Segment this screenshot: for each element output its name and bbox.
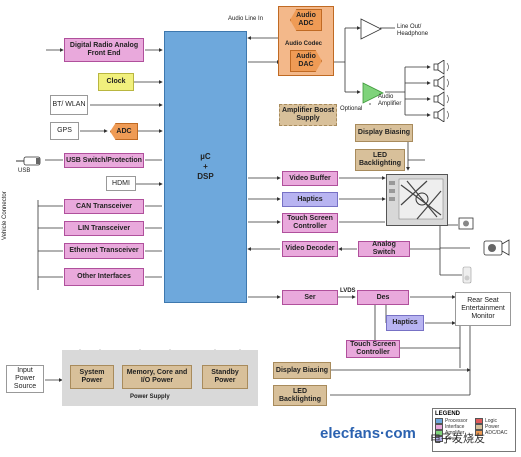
haptics-block: Haptics (282, 192, 338, 207)
rear-touch-screen-controller-block: Touch Screen Controller (346, 340, 400, 358)
standby-power-block: Standby Power (202, 365, 248, 389)
can-transceiver-block: CAN Transceiver (64, 199, 144, 214)
ethernet-transceiver-block: Ethernet Transceiver (64, 243, 144, 259)
legend-label: Other (445, 436, 458, 442)
rear-led-backlighting-block: LED Backlighting (273, 385, 327, 406)
legend-label: Power (485, 424, 500, 430)
camera-icon (458, 215, 474, 231)
camcorder-icon (482, 236, 510, 258)
input-power-source-block: Input Power Source (6, 365, 44, 393)
legend-item: Logic (475, 418, 513, 424)
analog-switch-block: Analog Switch (358, 241, 410, 257)
legend-item: Processor (435, 418, 473, 424)
digital-radio-block: Digital Radio Analog Front End (64, 38, 144, 62)
hdmi-block: HDMI (106, 176, 136, 191)
memory-core-io-power-block: Memory, Core and I/O Power (122, 365, 192, 389)
legend-item: ADC/DAC (475, 430, 513, 436)
audio-line-in-label: Audio Line In (228, 16, 264, 22)
line-out-buffer-icon (360, 18, 382, 40)
audio-codec-title: Audio Codec (285, 41, 322, 47)
media-player-icon (462, 266, 472, 284)
optional-label: Optional (340, 106, 363, 112)
watermark-cn: 电子发烧友 (430, 432, 485, 445)
watermark-brand: elecfans·com (320, 425, 416, 442)
legend-swatch (435, 418, 443, 424)
usb-connector-icon (16, 154, 44, 166)
video-buffer-block: Video Buffer (282, 171, 338, 186)
vehicle-connector-label: Vehicle Connector (2, 191, 8, 240)
audio-dac-block: Audio DAC (290, 50, 322, 72)
serializer-block: Ser (282, 290, 338, 305)
legend-label: Interface (445, 424, 465, 430)
legend-swatch (435, 424, 443, 430)
system-power-block: System Power (70, 365, 114, 389)
legend-swatch (475, 430, 483, 436)
legend-swatch (435, 436, 443, 442)
led-backlighting-block: LED Backlighting (355, 149, 405, 171)
video-decoder-block: Video Decoder (282, 241, 338, 257)
power-supply-label: Power Supply (130, 394, 170, 400)
legend-item: Interface (435, 424, 473, 430)
gps-block: GPS (50, 122, 79, 140)
lvds-label: LVDS (340, 288, 356, 294)
legend-label: Logic (485, 418, 497, 424)
legend-item: Power (475, 424, 513, 430)
legend-label: Processor (445, 418, 468, 424)
legend-swatch (435, 430, 443, 436)
rear-seat-monitor-block: Rear Seat Entertainment Monitor (455, 292, 511, 326)
other-interfaces-block: Other Interfaces (64, 268, 144, 286)
legend-swatch (475, 424, 483, 430)
clock-block: Clock (98, 73, 134, 91)
legend-label: ADC/DAC (485, 430, 508, 436)
lin-transceiver-block: LIN Transceiver (64, 221, 144, 236)
touch-screen-controller-block: Touch Screen Controller (282, 213, 338, 233)
usb-switch-block: USB Switch/Protection (64, 153, 144, 168)
legend-title: LEGEND (435, 411, 461, 417)
audio-amplifier-label: Audio Amplifier (378, 94, 402, 107)
line-out-label: Line Out/ Headphone (397, 24, 429, 37)
usb-label: USB (18, 168, 31, 174)
legend-item: Amplifier (435, 430, 473, 436)
deserializer-block: Des (357, 290, 409, 305)
legend-label: Amplifier (445, 430, 465, 436)
rear-display-biasing-block: Display Biasing (273, 362, 331, 379)
rear-haptics-block: Haptics (386, 315, 424, 331)
adc-block: ADC (110, 123, 138, 140)
speaker-icons (433, 59, 455, 123)
display-biasing-block: Display Biasing (355, 124, 413, 142)
display-screen-image (386, 174, 448, 226)
audio-adc-block: Audio ADC (290, 9, 322, 31)
legend-item: Other (435, 436, 473, 442)
processor-block: µC + DSP (164, 31, 247, 303)
amplifier-boost-block: Amplifier Boost Supply (279, 104, 337, 126)
legend-swatch (475, 418, 483, 424)
bt-wlan-block: BT/ WLAN (50, 95, 88, 115)
audio-amplifier-icon (362, 82, 384, 104)
